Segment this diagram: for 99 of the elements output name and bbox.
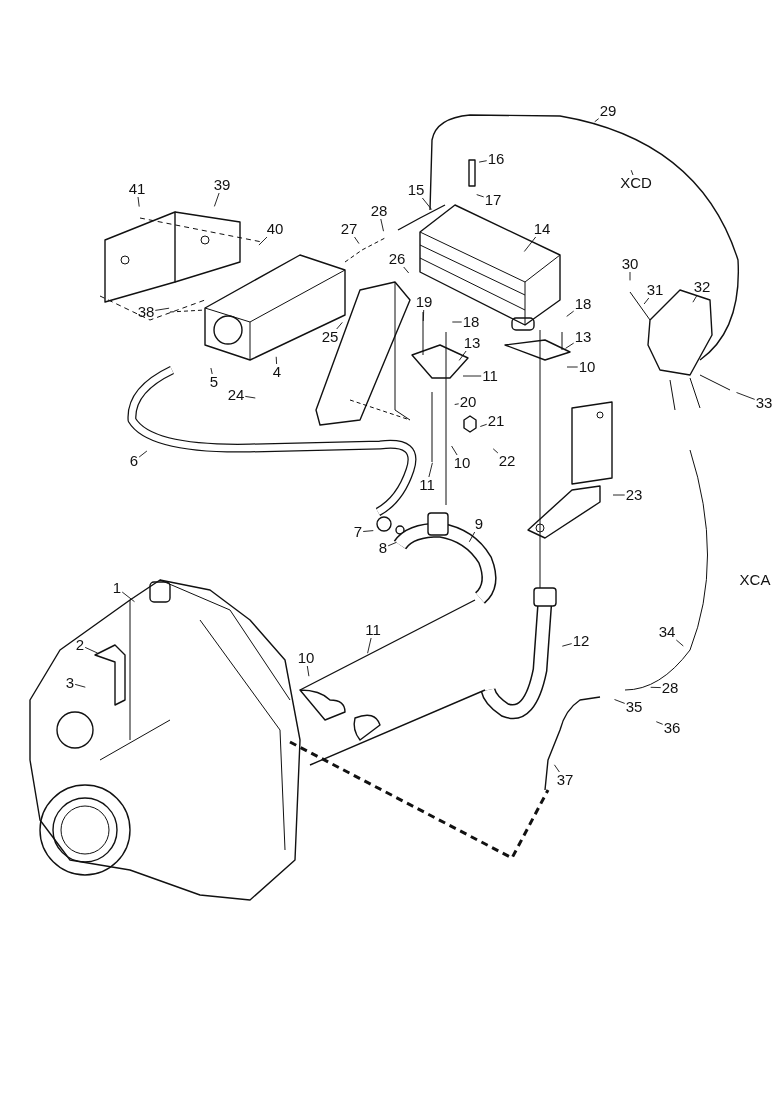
callout-number: 10: [296, 650, 316, 666]
callout-number: 25: [320, 329, 340, 345]
leader-line: [629, 271, 631, 281]
callout-number: 23: [624, 487, 644, 503]
callout-number: 36: [662, 720, 682, 736]
leader-line: [523, 236, 537, 252]
leader-line: [367, 637, 372, 654]
leader-line: [462, 375, 482, 377]
callout-number: 33: [754, 395, 774, 411]
callout-number: 35: [624, 699, 644, 715]
callout-number: 24: [226, 387, 246, 403]
callout-number: 1: [111, 580, 123, 596]
callout-number: 29: [598, 103, 618, 119]
leader-line: [275, 356, 278, 365]
callout-number: 15: [406, 182, 426, 198]
callout-number: 4: [271, 364, 283, 380]
callout-number: 21: [486, 413, 506, 429]
leader-line: [354, 236, 360, 245]
leader-line: [121, 591, 135, 603]
callout-number: 7: [352, 524, 364, 540]
leader-line: [403, 266, 410, 274]
callout-number: 37: [555, 772, 575, 788]
callout-number: 20: [458, 394, 478, 410]
callout-number: 17: [483, 192, 503, 208]
leader-line: [692, 294, 698, 303]
callout-number: 10: [577, 359, 597, 375]
callout-number: 39: [212, 177, 232, 193]
callout-number: 18: [461, 314, 481, 330]
callout-number: 11: [481, 368, 499, 384]
leader-line: [565, 342, 575, 349]
leader-line: [650, 686, 662, 689]
callout-number: XCD: [619, 175, 653, 191]
leader-line: [458, 350, 467, 361]
leader-line: [479, 423, 488, 427]
callout-number: 5: [208, 374, 220, 390]
leader-line: [476, 194, 485, 198]
leader-line: [306, 665, 310, 677]
leader-line: [451, 445, 458, 456]
callout-number: 27: [339, 221, 359, 237]
leader-line: [154, 307, 170, 311]
callout-number: 14: [532, 221, 552, 237]
callout-number: 38: [136, 304, 156, 320]
callout-number: 6: [128, 453, 140, 469]
callout-number: 18: [573, 296, 593, 312]
callout-number: 9: [473, 516, 485, 532]
leader-line: [387, 541, 397, 547]
leader-line: [451, 321, 463, 323]
callout-number: 41: [127, 181, 147, 197]
leader-line: [594, 118, 600, 123]
leader-line: [675, 639, 684, 647]
leader-line: [336, 321, 343, 330]
leader-line: [655, 721, 664, 725]
leader-line: [614, 699, 626, 704]
callout-number: 13: [573, 329, 593, 345]
callout-number: 30: [620, 256, 640, 272]
cable-code-label: XCA: [739, 572, 771, 588]
leader-line: [478, 160, 488, 163]
leader-line: [380, 218, 384, 232]
callout-number: 28: [369, 203, 389, 219]
leader-line: [454, 403, 460, 405]
leader-line: [421, 197, 433, 210]
callout-number: 34: [657, 624, 677, 640]
leader-line: [210, 367, 213, 375]
callout-number: 12: [571, 633, 591, 649]
leader-line: [258, 236, 268, 246]
callout-number: 13: [462, 335, 482, 351]
leader-line: [561, 643, 573, 647]
leader-line: [422, 309, 425, 322]
callout-number: 10: [452, 455, 472, 471]
leader-line: [84, 646, 99, 654]
callout-number: 19: [414, 294, 434, 310]
leader-line: [630, 169, 634, 176]
leader-line: [566, 310, 575, 317]
leader-line: [244, 395, 256, 399]
callout-number: 40: [265, 221, 285, 237]
leader-line: [74, 683, 86, 688]
leader-line: [468, 531, 476, 543]
callout-number: 31: [645, 282, 665, 298]
callout-number: 3: [64, 675, 76, 691]
leader-line: [736, 392, 756, 400]
leader-line: [566, 366, 579, 368]
leader-line: [643, 297, 650, 305]
leader-line: [213, 192, 220, 207]
callout-number: 26: [387, 251, 407, 267]
leader-line: [428, 462, 433, 478]
callout-number: 28: [660, 680, 680, 696]
leader-line: [362, 530, 374, 532]
callout-number: 16: [486, 151, 506, 167]
callout-number: 2: [74, 637, 86, 653]
callout-number: 8: [377, 540, 389, 556]
callout-number: 11: [418, 477, 436, 493]
callout-number: 32: [692, 279, 712, 295]
callout-number: 22: [497, 453, 517, 469]
callout-number: 11: [364, 622, 382, 638]
leader-line: [138, 450, 148, 458]
leader-line: [553, 764, 560, 773]
leader-line: [492, 448, 499, 454]
leader-line: [612, 494, 626, 496]
leader-line: [137, 196, 140, 208]
